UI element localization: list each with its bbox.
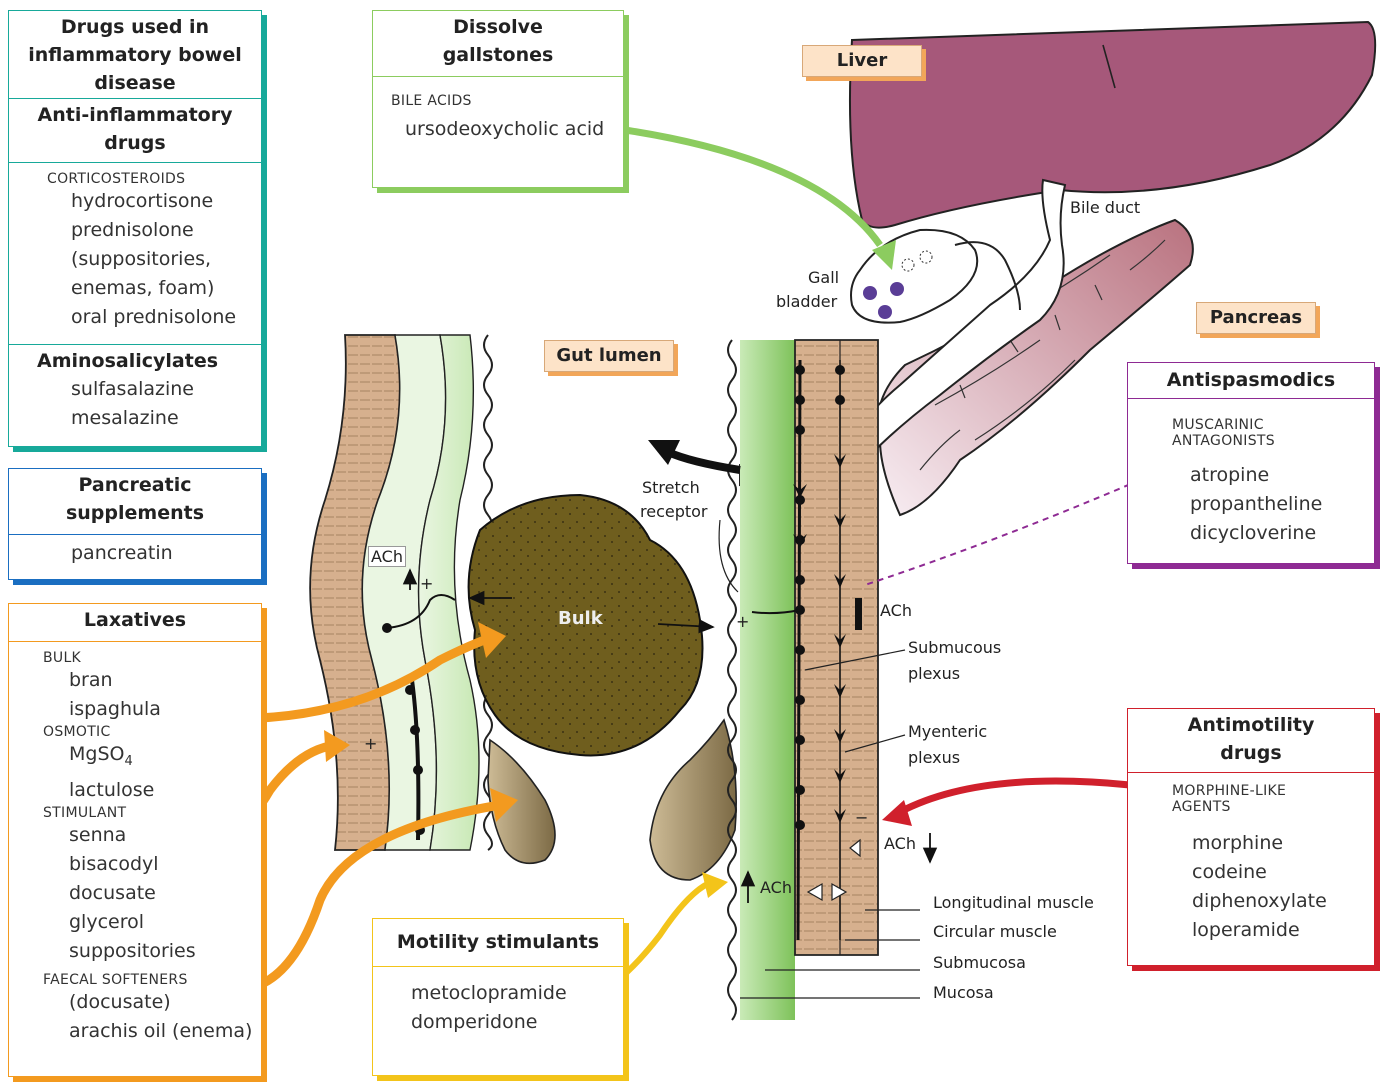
agents-label: AGENTS xyxy=(1172,799,1374,815)
circular-muscle-label: Circular muscle xyxy=(933,922,1057,941)
antagonists-label: ANTAGONISTS xyxy=(1172,433,1374,449)
bladder-label: bladder xyxy=(776,292,837,311)
laxatives-box: Laxatives BULK bran ispaghula OSMOTIC Mg… xyxy=(8,603,262,1077)
motility-title: Motility stimulants xyxy=(373,919,623,967)
drug-item: morphine xyxy=(1192,829,1374,858)
gallstones-title: Dissolve gallstones xyxy=(373,11,623,77)
plus-sign-left-lower: + xyxy=(364,734,377,753)
drug-item: lactulose xyxy=(69,776,261,805)
liver-shape xyxy=(850,22,1375,228)
gall-label: Gall xyxy=(808,268,839,287)
minus-sign-right: − xyxy=(855,808,868,827)
myenteric-label: Myenteric xyxy=(908,722,987,741)
gut-lumen-tag: Gut lumen xyxy=(544,340,674,372)
drug-item: arachis oil (enema) xyxy=(69,1017,261,1046)
antimotility-drugs-box: Antimotility drugs MORPHINE-LIKE AGENTS … xyxy=(1127,708,1375,966)
pancreas-tag: Pancreas xyxy=(1196,302,1316,334)
pancreatic-supplements-box: Pancreatic supplements pancreatin xyxy=(8,468,262,580)
liver-tag: Liver xyxy=(802,45,922,77)
submucous-plexus-label: plexus xyxy=(908,664,960,683)
drug-item: oral prednisolone xyxy=(71,303,261,332)
drug-item: metoclopramide xyxy=(411,979,623,1008)
drug-item: docusate xyxy=(69,879,261,908)
drug-item: prednisolone xyxy=(71,216,261,245)
drug-item: enemas, foam) xyxy=(71,274,261,303)
laxatives-title: Laxatives xyxy=(9,604,261,642)
drug-item: ispaghula xyxy=(69,695,261,724)
motility-stimulants-box: Motility stimulants metoclopramide dompe… xyxy=(372,918,624,1076)
plus-sign-left: + xyxy=(420,574,433,593)
drug-item: loperamide xyxy=(1192,916,1374,945)
right-mucosa xyxy=(740,340,795,1020)
pancreatic-title: Pancreatic supplements xyxy=(9,469,261,535)
drug-item: hydrocortisone xyxy=(71,187,261,216)
ach-label-antimotility: ACh xyxy=(884,834,916,853)
submucosa-label: Submucosa xyxy=(933,953,1026,972)
plus-sign-right: + xyxy=(736,612,749,631)
drug-item: senna xyxy=(69,821,261,850)
muscarinic-label: MUSCARINIC xyxy=(1172,417,1374,433)
drug-item: dicycloverine xyxy=(1190,519,1374,548)
softeners-category: FAECAL SOFTENERS xyxy=(43,972,261,988)
mucosa-label: Mucosa xyxy=(933,983,994,1002)
ach-label-motility: ACh xyxy=(760,878,792,897)
right-muscle-wall xyxy=(795,340,878,955)
dissolve-gallstones-box: Dissolve gallstones BILE ACIDS ursodeoxy… xyxy=(372,10,624,188)
ibd-drugs-box: Drugs used in inflammatory bowel disease… xyxy=(8,10,262,447)
morphine-like-label: MORPHINE-LIKE xyxy=(1172,783,1374,799)
drug-item: (suppositories, xyxy=(71,245,261,274)
drug-item: propantheline xyxy=(1190,490,1374,519)
bulk-category: BULK xyxy=(43,650,261,666)
drug-item: mesalazine xyxy=(71,404,261,433)
drug-item: diphenoxylate xyxy=(1192,887,1374,916)
drug-item: atropine xyxy=(1190,461,1374,490)
receptor-label: receptor xyxy=(640,502,708,521)
submucous-label: Submucous xyxy=(908,638,1001,657)
antispasmodics-box: Antispasmodics MUSCARINIC ANTAGONISTS at… xyxy=(1127,362,1375,564)
bile-acids-label: BILE ACIDS xyxy=(391,93,623,109)
drug-item: domperidone xyxy=(411,1008,623,1037)
drug-item: bisacodyl xyxy=(69,850,261,879)
corticosteroids-label: CORTICOSTEROIDS xyxy=(47,171,261,187)
corticosteroids-section: CORTICOSTEROIDS hydrocortisone prednisol… xyxy=(9,163,261,345)
stimulant-category: STIMULANT xyxy=(43,805,261,821)
ach-label-antispasmodic: ACh xyxy=(880,601,912,620)
bulk-label: Bulk xyxy=(558,608,603,629)
drug-item: suppositories xyxy=(69,937,261,966)
ibd-title: Drugs used in inflammatory bowel disease xyxy=(9,11,261,99)
osmotic-category: OSMOTIC xyxy=(43,724,261,740)
antispasmodics-title: Antispasmodics xyxy=(1128,363,1374,399)
drug-item: codeine xyxy=(1192,858,1374,887)
mgso4-text: MgSO xyxy=(69,743,124,765)
drug-item: ursodeoxycholic acid xyxy=(405,115,623,144)
antimotility-title: Antimotility drugs xyxy=(1128,709,1374,773)
stretch-label: Stretch xyxy=(642,478,700,497)
drug-item: glycerol xyxy=(69,908,261,937)
drug-item: pancreatin xyxy=(71,539,261,568)
mgso4-subscript: 4 xyxy=(124,754,132,769)
anti-inflammatory-title: Anti-inflammatory drugs xyxy=(9,99,261,163)
longitudinal-muscle-label: Longitudinal muscle xyxy=(933,893,1094,912)
drug-item: bran xyxy=(69,666,261,695)
drug-item: (docusate) xyxy=(69,988,261,1017)
aminosalicylates-title: Aminosalicylates xyxy=(37,347,261,375)
bile-duct-label: Bile duct xyxy=(1070,198,1140,217)
drug-item-mgso4: MgSO4 xyxy=(69,740,261,776)
ach-label-left: ACh xyxy=(368,546,406,567)
drug-item: sulfasalazine xyxy=(71,375,261,404)
myenteric-plexus-label: plexus xyxy=(908,748,960,767)
